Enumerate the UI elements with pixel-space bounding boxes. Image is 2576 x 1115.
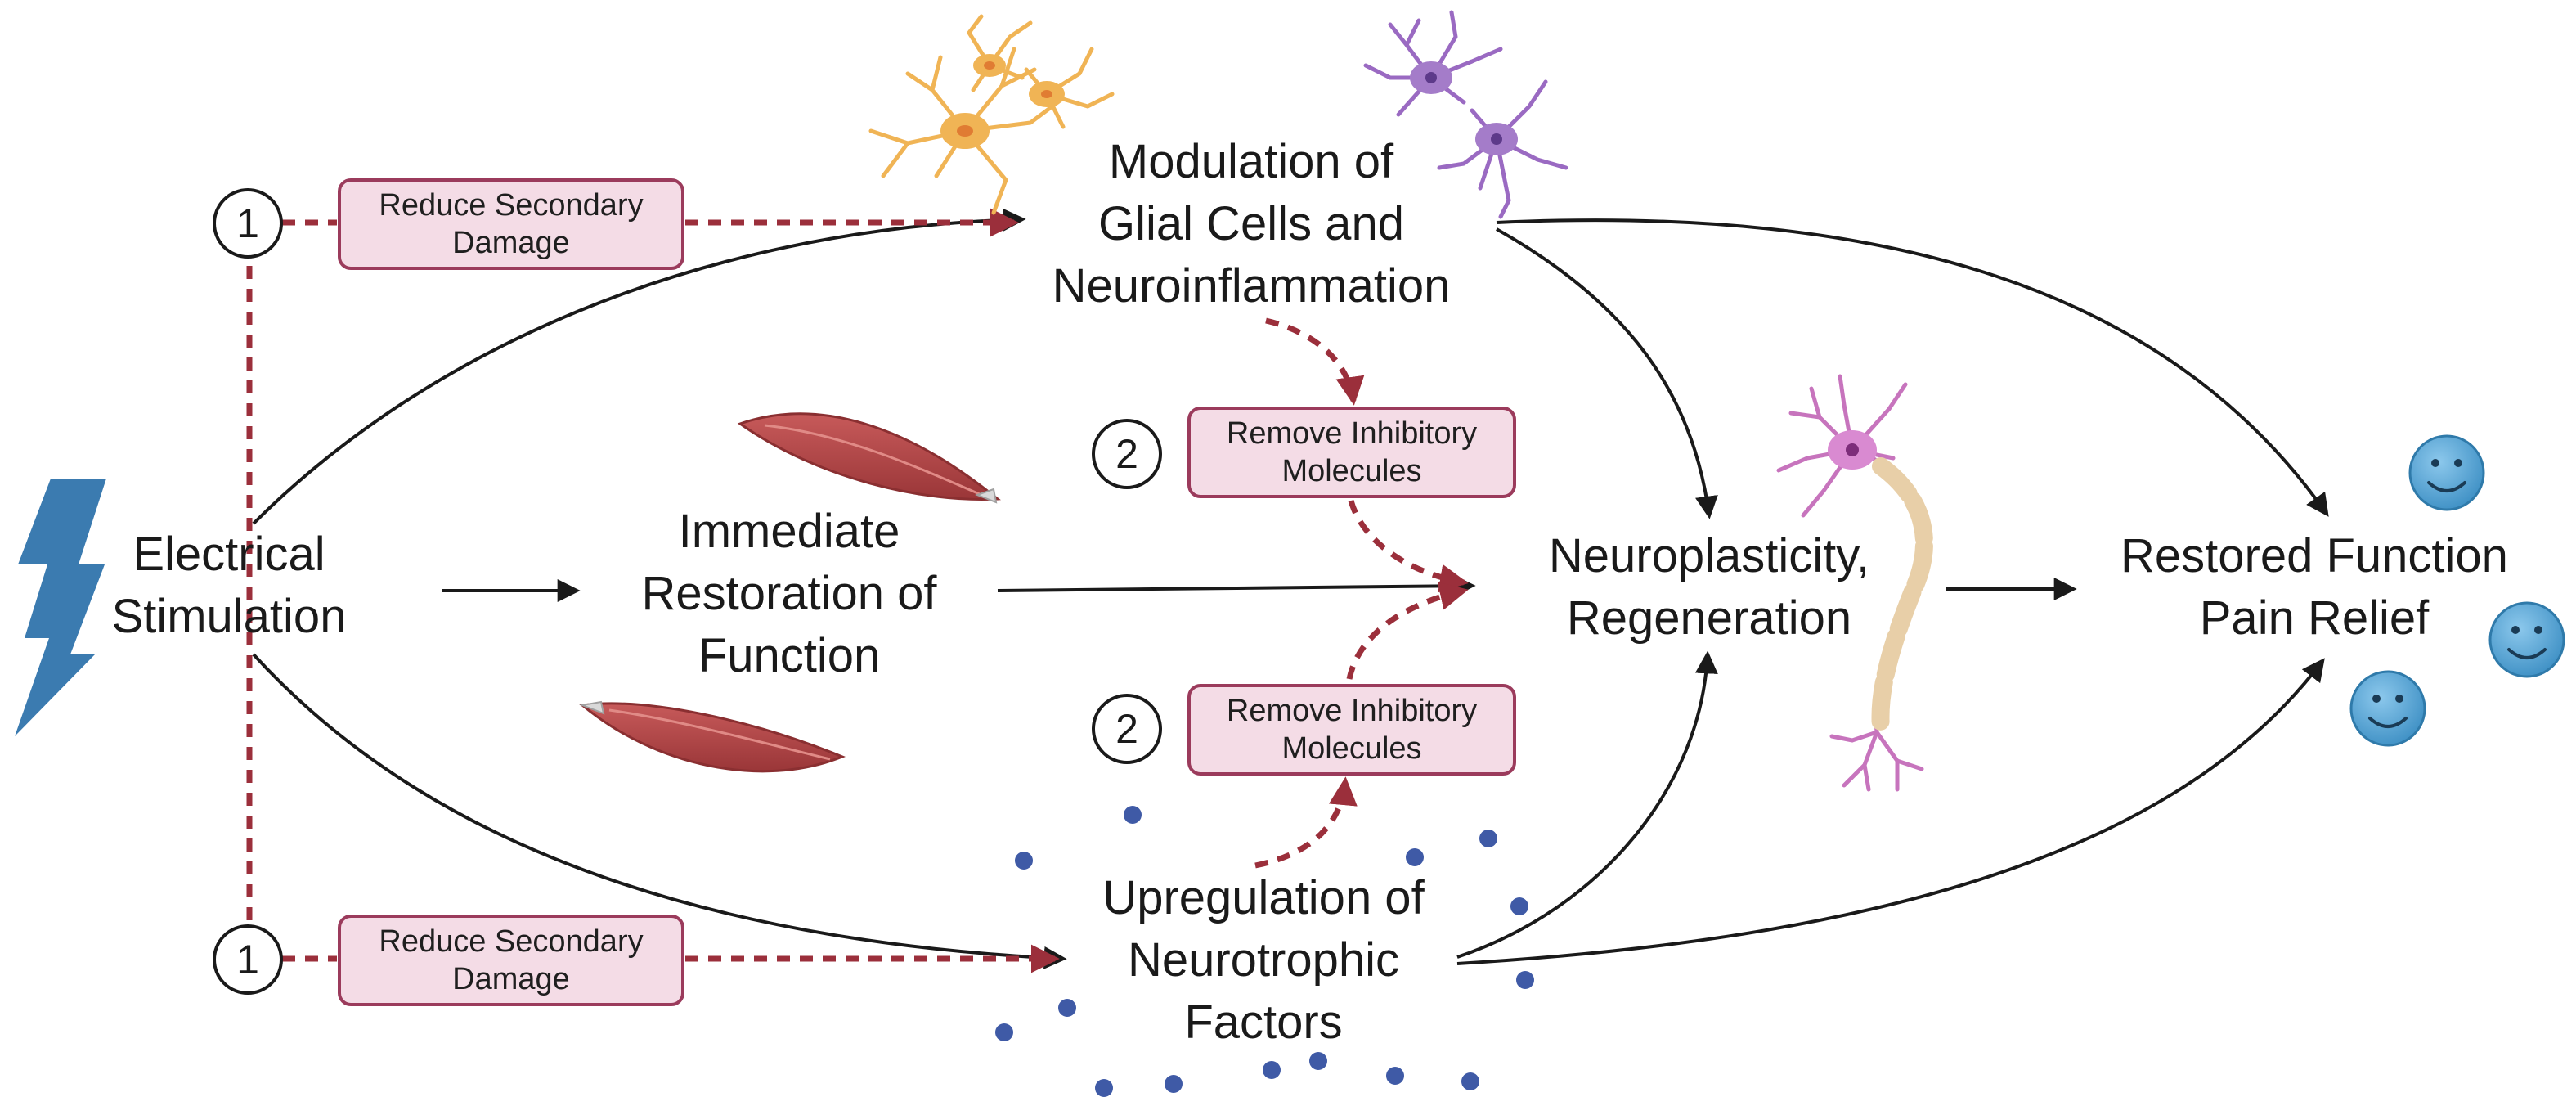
node-line: Stimulation [111,590,347,643]
marker-2-top: 2 [1092,419,1162,489]
tag-line: Remove Inhibitory [1226,416,1478,451]
tag-line: Molecules [1281,454,1422,488]
node-line: Neurotrophic [1127,933,1400,987]
arrow-neurotrophic-to-neuroplasticity [1456,650,1718,959]
node-line: Immediate [678,505,900,558]
glial-cell-icon [940,54,1065,149]
smiley-face-icon [2408,434,2485,511]
dashed-neurotrophic-to-remove [1254,776,1358,869]
tag-line: Molecules [1281,731,1422,766]
muscle-icon [737,412,1001,504]
node-line: Factors [1184,996,1343,1049]
smiley-face-icon [2488,601,2565,678]
glial-cell-icon [868,14,1115,215]
myelinated-neuron-icon [1776,374,1924,792]
arrow-stim-to-glial [252,208,1026,525]
node-line: Glial Cells and [1098,197,1404,250]
node-line: Upregulation of [1102,871,1425,924]
node-line: Function [698,629,881,682]
node-line: Restored Function [2120,529,2508,582]
lightning-bolt-icon [15,479,106,736]
marker-1-top: 1 [213,188,283,259]
node-neuroplasticity: Neuroplasticity, Regeneration [1497,525,1922,650]
arrow-stim-to-neurotrophic [252,653,1067,969]
arrow-glial-to-restored [1496,218,2329,517]
node-line: Modulation of [1108,135,1394,188]
node-glial-modulation: Modulation of Glial Cells and Neuroinfla… [1006,131,1497,317]
tag-reduce-secondary-damage-bottom: Reduce Secondary Damage [338,915,684,1006]
dashed-remove-to-neuroplasticity [1348,500,1469,593]
tag-remove-inhibitory-bottom: Remove Inhibitory Molecules [1187,684,1516,776]
tag-remove-inhibitory-top: Remove Inhibitory Molecules [1187,407,1516,498]
muscle-icon [579,700,846,773]
node-line: Pain Relief [2199,591,2430,645]
node-line: Restoration of [641,567,937,620]
arrow-glial-to-neuroplasticity [1496,227,1718,519]
dashed-glial-to-remove [1265,317,1365,406]
neurotrophic-dot-icon [995,806,1534,1097]
marker-1-bottom: 1 [213,924,283,995]
node-line: Neuroplasticity, [1548,529,1870,582]
dashed-remove-bottom-to-neuroplasticity [1346,582,1469,680]
marker-2-bottom: 2 [1092,694,1162,764]
node-immediate-restoration: Immediate Restoration of Function [585,501,994,687]
arrow-restoration-to-neuroplasticity [997,574,1476,598]
dashed-arrows [246,208,1469,973]
arrow-neurotrophic-to-restored [1456,658,2325,965]
node-line: Electrical [132,528,325,581]
tag-reduce-secondary-damage-top: Reduce Secondary Damage [338,178,684,270]
myelinated-neuron-icon [1828,430,1933,737]
tag-line: Reduce Secondary [379,188,644,223]
node-line: Regeneration [1566,591,1852,645]
tag-line: Remove Inhibitory [1226,694,1478,728]
smiley-face-icon [2349,670,2426,747]
flow-arrows [252,208,2329,969]
tag-line: Damage [452,226,570,260]
node-line: Neuroinflammation [1052,259,1451,312]
node-electrical-stimulation: Electrical Stimulation [90,524,368,648]
neuron-icon [1410,61,1518,155]
node-restored-function: Restored Function Pain Relief [2077,525,2551,650]
tag-line: Reduce Secondary [379,924,644,959]
node-neurotrophic: Upregulation of Neurotrophic Factors [1034,867,1492,1054]
tag-line: Damage [452,962,570,996]
